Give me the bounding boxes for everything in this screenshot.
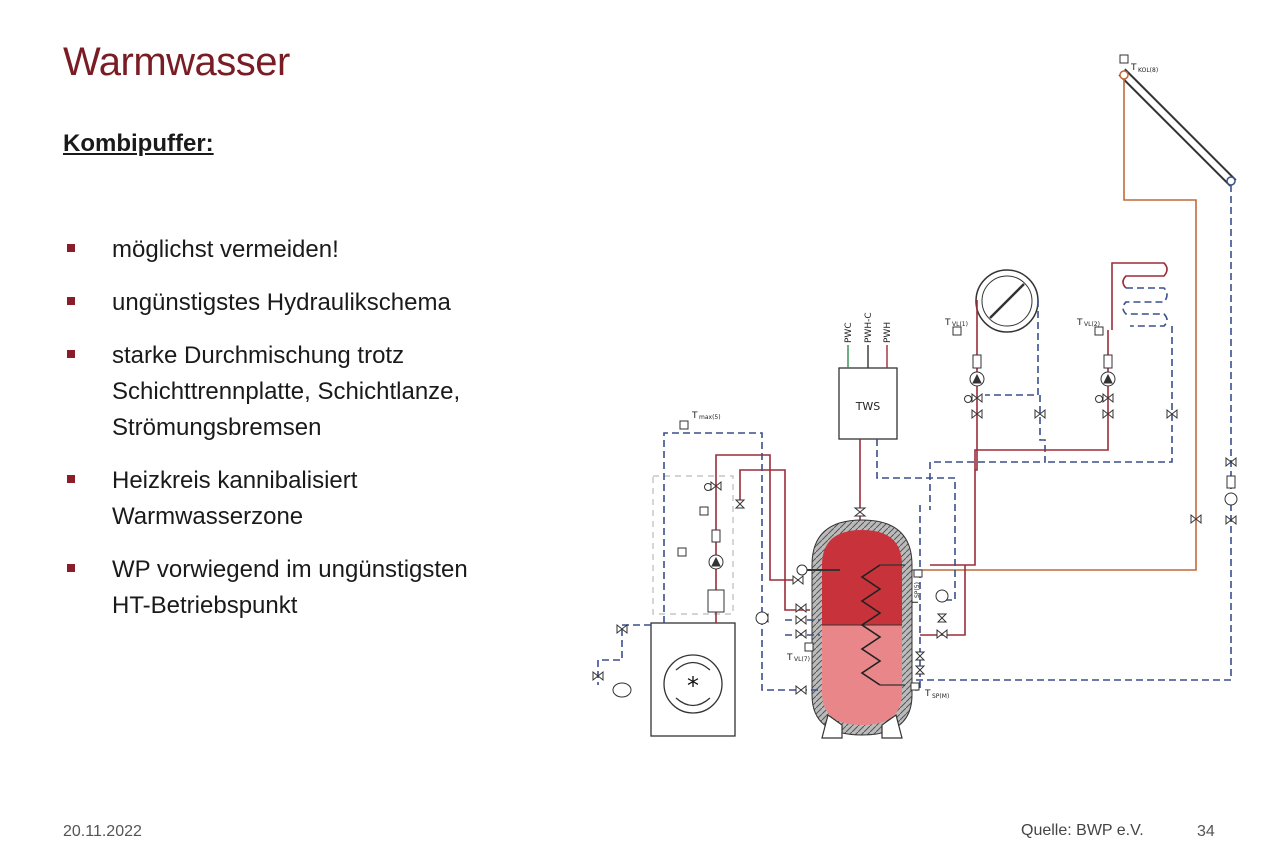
bullet-item: ungünstigstes Hydraulikschema <box>63 285 583 321</box>
bullet-text-line: Strömungsbremsen <box>112 414 322 441</box>
sensor-vl2-sublabel: VL(2) <box>1084 321 1100 328</box>
sensor-max-sublabel: max(5) <box>699 414 721 421</box>
bullet-marker <box>67 244 75 252</box>
sensor-kol-label: T <box>1130 63 1137 73</box>
tws-heat-exchanger: TWS <box>838 367 898 440</box>
bullet-text-line: HT-Betriebspunkt <box>112 592 298 619</box>
bullet-marker <box>67 564 75 572</box>
heat-pump: * <box>650 475 736 737</box>
solar-collector <box>1118 68 1237 187</box>
svg-text:TWS: TWS <box>855 400 881 413</box>
sensor-vl7-label: T <box>786 653 793 663</box>
radiator-pump-group <box>964 354 1046 420</box>
sensor-vl7-sublabel: VL(7) <box>794 656 810 663</box>
floor-pump-group <box>1095 354 1178 420</box>
bullet-text-line: ungünstigstes Hydraulikschema <box>112 289 451 316</box>
sensor-sp-sublabel: SP(5) <box>914 582 921 598</box>
sensor-vl2-label: T <box>1076 318 1083 328</box>
footer-date: 20.11.2022 <box>63 823 142 840</box>
bullet-text-line: Warmwasserzone <box>112 503 304 530</box>
bullet-text-line: möglichst vermeiden! <box>112 236 339 263</box>
heatpump-valves <box>592 480 814 698</box>
sensor-spm-label: T <box>924 689 931 699</box>
hydraulic-schematic: T KOL(8) T VL(1) <box>592 54 1238 739</box>
radiator <box>975 269 1039 333</box>
sensor-spm-sublabel: SP(M) <box>932 693 949 700</box>
sensor-sp-label: T <box>911 599 921 606</box>
footer-page-number: 34 <box>1197 823 1215 840</box>
heatpump-symbol: * <box>687 672 699 700</box>
slide-subtitle: Kombipuffer: <box>63 130 214 157</box>
pipe-label-pwc: PWC <box>844 322 854 343</box>
bullet-list: möglichst vermeiden! ungünstigstes Hydrau… <box>63 232 583 641</box>
sensor-vl1-label: T <box>944 318 951 328</box>
sensor-kol-sublabel: KOL(8) <box>1138 67 1158 74</box>
bullet-text-line: starke Durchmischung trotz <box>112 342 405 369</box>
sensor-vl1-sublabel: VL(1) <box>952 321 968 328</box>
bullet-text-line: WP vorwiegend im ungünstigsten <box>112 556 468 583</box>
floor-heating-coil <box>1111 262 1168 330</box>
solar-valves <box>1190 456 1238 526</box>
bullet-marker <box>67 297 75 305</box>
bullet-text-line: Schichttrennplatte, Schichtlanze, <box>112 378 461 405</box>
bullet-marker <box>67 475 75 483</box>
bullet-item: möglichst vermeiden! <box>63 232 583 268</box>
sensor-kol-icon <box>1119 54 1129 64</box>
pipe-label-pwh: PWH <box>883 322 893 343</box>
bullet-text-line: Heizkreis kannibalisiert <box>112 467 358 494</box>
solar-circuit <box>900 79 1232 681</box>
sensor-max-label: T <box>691 411 698 421</box>
footer-source: Quelle: BWP e.V. <box>1021 822 1144 839</box>
pipe-label-pwhc: PWH-C <box>864 312 874 343</box>
slide-title: Warmwasser <box>63 40 290 84</box>
combi-buffer-tank <box>796 519 913 739</box>
bullet-marker <box>67 350 75 358</box>
